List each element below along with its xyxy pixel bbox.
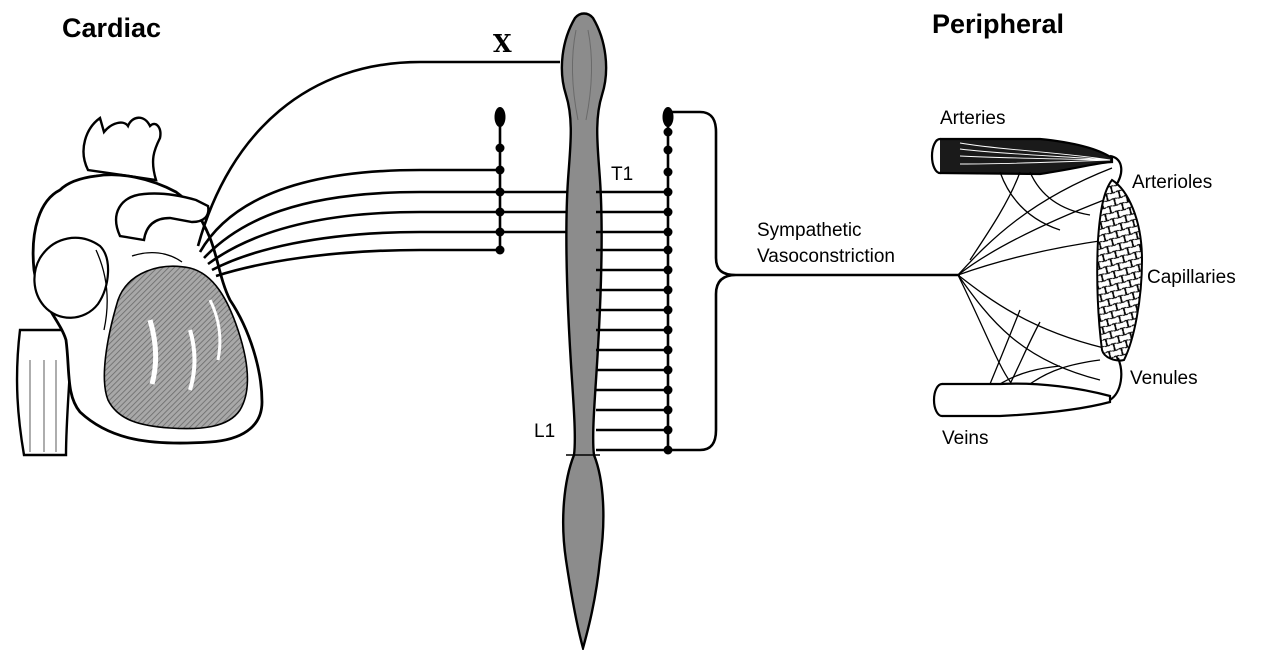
peripheral-heading: Peripheral	[932, 9, 1064, 39]
venules-label: Venules	[1130, 368, 1198, 389]
right-sympathetic-chain	[663, 107, 674, 455]
peripheral-vasculature	[932, 139, 1142, 416]
heart-illustration	[17, 118, 262, 455]
arterioles-label: Arterioles	[1132, 172, 1212, 193]
t1-label: T1	[611, 164, 633, 185]
l1-label: L1	[534, 421, 555, 442]
sympathetic-bracket	[668, 112, 960, 450]
veins-label: Veins	[942, 428, 988, 449]
arteries-label: Arteries	[940, 108, 1005, 129]
sympathetic-label-line1: Sympathetic	[757, 220, 862, 241]
cardiac-sympathetic-nerves	[200, 170, 580, 276]
vagus-nerve	[198, 62, 560, 246]
left-sympathetic-chain	[495, 107, 506, 255]
capillaries-label: Capillaries	[1147, 267, 1236, 288]
cardiac-heading: Cardiac	[62, 13, 161, 43]
segmental-outflows	[596, 192, 668, 450]
vagus-label: X	[493, 29, 512, 58]
sympathetic-label-line2: Vasoconstriction	[757, 246, 895, 267]
